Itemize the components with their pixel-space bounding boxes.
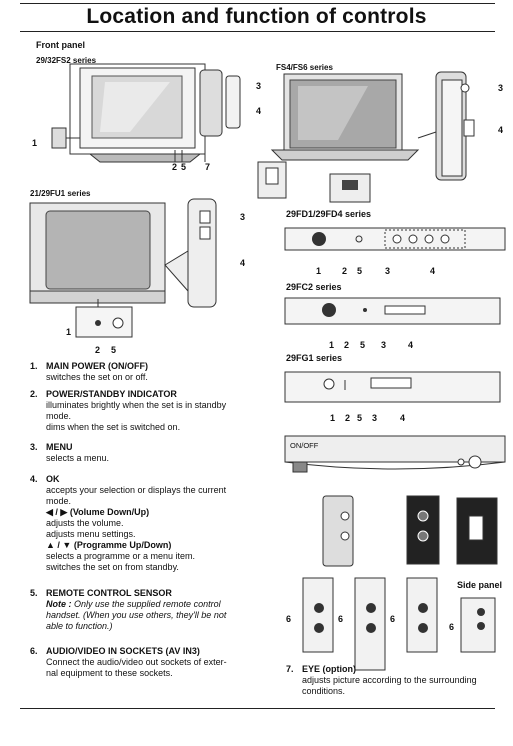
item-5-note: Only use the supplied remote control xyxy=(71,599,221,609)
item-4-volume-heading: ◀ / ▶ (Volume Down/Up) xyxy=(46,507,150,517)
item-6-line: Connect the audio/video out sockets of e… xyxy=(46,657,227,667)
item-5-note-label: Note : xyxy=(46,599,72,609)
item-4-number: 4. xyxy=(30,474,38,484)
item-6-number: 6. xyxy=(30,646,38,656)
item-2: 2. POWER/STANDBY INDICATOR illuminates b… xyxy=(30,389,275,433)
item-4-line: selects a programme or a menu item. xyxy=(46,551,196,561)
callout-5-fu1: 5 xyxy=(111,345,117,355)
callout-1-fg1: 1 xyxy=(330,413,336,423)
item-7-line: adjusts picture according to the surroun… xyxy=(302,675,477,685)
callout-6-d: 6 xyxy=(449,622,455,632)
panel-29fd1-fd4-illustration xyxy=(284,227,506,251)
item-7-line: conditions. xyxy=(302,686,346,696)
callout-5: 5 xyxy=(181,162,187,172)
callout-6-c: 6 xyxy=(390,614,396,624)
bottom-rule xyxy=(20,708,495,709)
item-5-number: 5. xyxy=(30,588,38,598)
item-5: 5. REMOTE CONTROL SENSOR Note : Only use… xyxy=(30,588,275,632)
callout-1-fu1: 1 xyxy=(66,327,72,337)
callout-3-fu1: 3 xyxy=(240,212,246,222)
item-5-note: handset. (When you use others, they'll b… xyxy=(46,610,227,620)
item-2-heading: POWER/STANDBY INDICATOR xyxy=(46,389,177,399)
callout-3-fg1: 3 xyxy=(372,413,378,423)
top-rule xyxy=(20,3,495,4)
series-label-21-29fu1: 21/29FU1 series xyxy=(30,189,91,198)
callout-3-fc2: 3 xyxy=(381,340,387,350)
item-3-line: selects a menu. xyxy=(46,453,110,463)
series-label-fs4-fs6: FS4/FS6 series xyxy=(276,63,333,72)
item-3: 3. MENU selects a menu. xyxy=(30,442,270,464)
callout-2-fg1: 2 xyxy=(345,413,351,423)
callout-2-fd: 2 xyxy=(342,266,348,276)
panel-29fg1-illustration xyxy=(284,371,501,403)
item-4-line: accepts your selection or displays the c… xyxy=(46,485,227,495)
series-label-29fg1: 29FG1 series xyxy=(286,353,343,363)
item-5-note: able to function.) xyxy=(46,621,113,631)
callout-4: 4 xyxy=(256,106,262,116)
item-4-heading: OK xyxy=(46,474,60,484)
item-6: 6. AUDIO/VIDEO IN SOCKETS (AV IN3) Conne… xyxy=(30,646,275,679)
callout-7: 7 xyxy=(205,162,211,172)
front-panel-heading: Front panel xyxy=(36,40,85,50)
side-panel-modules-illustration xyxy=(302,495,498,671)
item-3-number: 3. xyxy=(30,442,38,452)
callout-4-fc2: 4 xyxy=(408,340,414,350)
item-2-line: dims when the set is switched on. xyxy=(46,422,181,432)
side-panel-label: Side panel xyxy=(457,580,503,590)
item-4-line: adjusts menu settings. xyxy=(46,529,136,539)
item-7-heading: EYE (option) xyxy=(302,664,356,674)
item-1: 1. MAIN POWER (ON/OFF) switches the set … xyxy=(30,361,270,383)
item-5-heading: REMOTE CONTROL SENSOR xyxy=(46,588,172,598)
callout-2-fu1: 2 xyxy=(95,345,101,355)
callout-2: 2 xyxy=(172,162,178,172)
callout-4-fg1: 4 xyxy=(400,413,406,423)
callout-5-fc2: 5 xyxy=(360,340,366,350)
series-label-29fd1-29fd4: 29FD1/29FD4 series xyxy=(286,209,372,219)
tv-21-29fu1-illustration xyxy=(29,198,217,338)
item-4-line: adjusts the volume. xyxy=(46,518,124,528)
item-2-line: mode. xyxy=(46,411,72,421)
item-2-line: illuminates brightly when the set is in … xyxy=(46,400,227,410)
callout-4-fd: 4 xyxy=(430,266,436,276)
callout-1-fd: 1 xyxy=(316,266,322,276)
item-6-heading: AUDIO/VIDEO IN SOCKETS (AV IN3) xyxy=(46,646,200,656)
page-title: Location and function of controls xyxy=(86,5,427,28)
onoff-bar-illustration xyxy=(284,435,506,473)
tv-29-32fs2-illustration xyxy=(51,63,241,163)
title-rule xyxy=(20,31,495,32)
callout-1: 1 xyxy=(32,138,38,148)
callout-3-fd: 3 xyxy=(385,266,391,276)
item-4-line: mode. xyxy=(46,496,72,506)
callout-6-b: 6 xyxy=(338,614,344,624)
callout-1-fc2: 1 xyxy=(329,340,335,350)
item-3-heading: MENU xyxy=(46,442,73,452)
callout-2-fc2: 2 xyxy=(344,340,350,350)
callout-5-fd: 5 xyxy=(357,266,363,276)
series-label-29-32fs2: 29/32FS2 series xyxy=(36,56,97,65)
panel-29fc2-illustration xyxy=(284,297,501,325)
item-6-line: nal equipment to these sockets. xyxy=(46,668,173,678)
item-1-heading: MAIN POWER (ON/OFF) xyxy=(46,361,148,371)
item-2-number: 2. xyxy=(30,389,38,399)
callout-4-fs4: 4 xyxy=(498,125,504,135)
item-4: 4. OK accepts your selection or displays… xyxy=(30,474,275,573)
callout-3: 3 xyxy=(256,81,262,91)
callout-6-a: 6 xyxy=(286,614,292,624)
tv-fs4-fs6-illustration xyxy=(257,71,475,203)
item-1-number: 1. xyxy=(30,361,38,371)
item-4-programme-heading: ▲ / ▼ (Programme Up/Down) xyxy=(46,540,172,550)
callout-5-fg1: 5 xyxy=(357,413,363,423)
item-4-line: switches the set on from standby. xyxy=(46,562,179,572)
item-7-number: 7. xyxy=(286,664,294,674)
series-label-29fc2: 29FC2 series xyxy=(286,282,342,292)
callout-4-fu1: 4 xyxy=(240,258,246,268)
onoff-label: ON/OFF xyxy=(290,441,319,450)
callout-3-fs4: 3 xyxy=(498,83,504,93)
item-1-line: switches the set on or off. xyxy=(46,372,148,382)
item-7: 7. EYE (option) adjusts picture accordin… xyxy=(286,664,506,697)
